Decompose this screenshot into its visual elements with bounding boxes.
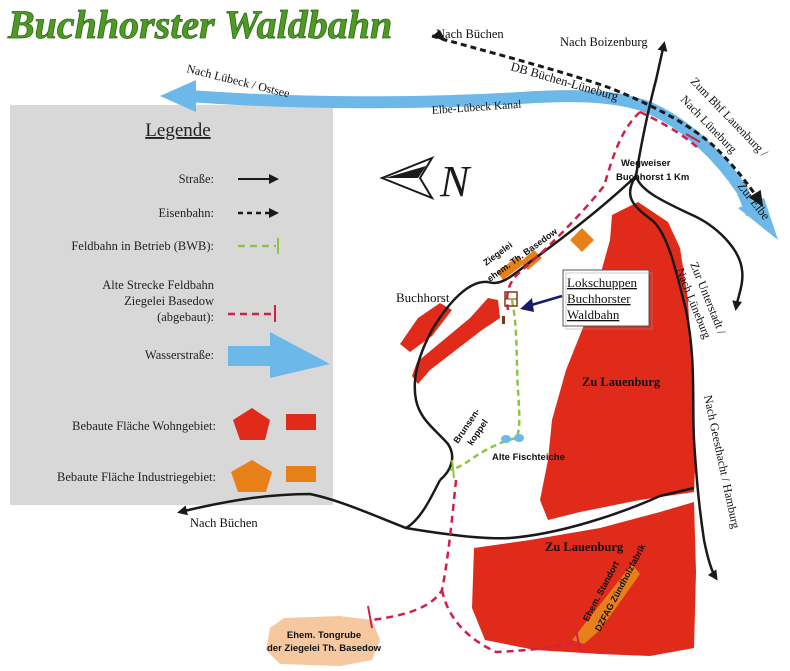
industrial-areas	[266, 228, 640, 666]
label-nach-geesthacht: Nach Geesthacht / Hamburg	[701, 394, 743, 530]
label-tongrube-2: der Ziegelei Th. Basedow	[267, 643, 382, 654]
compass: N	[379, 155, 472, 206]
label-alte-fischteiche: Alte Fischteiche	[492, 452, 565, 463]
legend-label-road: Straße:	[179, 172, 214, 186]
legend-label-industrial: Bebaute Fläche Industriegebiet:	[57, 470, 216, 484]
blue-arrow-icon	[228, 332, 330, 378]
lokschuppen-line-2: Buchhorster	[567, 291, 631, 306]
engine-shed	[502, 291, 518, 324]
legend-background	[10, 105, 333, 505]
label-wegweiser-1: Wegweiser	[621, 158, 671, 169]
ziegelei-building-1	[497, 256, 524, 280]
old-line-end-markers	[367, 133, 701, 651]
pond-2	[514, 434, 524, 442]
pond-1	[501, 435, 511, 443]
label-zu-lauenburg-south: Zu Lauenburg	[545, 540, 624, 554]
fish-ponds	[501, 434, 524, 443]
lokschuppen-line-1: Lokschuppen	[567, 275, 638, 290]
waterway-canal	[160, 80, 778, 240]
lokschuppen-line-3: Waldbahn	[567, 307, 620, 322]
canal-arrow-west-icon	[160, 80, 196, 112]
field-railway-bwb	[449, 299, 521, 472]
label-nach-buechen-bottom: Nach Büchen	[190, 516, 258, 530]
legend-heading: Legende	[145, 120, 210, 141]
road-to-geesthacht	[628, 175, 718, 581]
legend-label-residential: Bebaute Fläche Wohngebiet:	[72, 419, 216, 433]
road-to-lauenburg-east	[634, 175, 744, 311]
old-clay-pit	[266, 616, 380, 666]
road-to-buechen-west	[177, 479, 442, 530]
compass-letter: N	[439, 157, 472, 206]
legend-label-railway: Eisenbahn:	[158, 206, 214, 220]
label-wegweiser-2: Buchhorst 1 Km	[616, 172, 689, 183]
red-pentagon-rect-icon	[233, 408, 316, 440]
legend-label-old-line-3: (abgebaut):	[157, 310, 214, 324]
match-factory-site	[572, 564, 640, 644]
canal-arrow-south-icon	[738, 198, 778, 240]
label-nach-buechen-top: Nach Büchen	[436, 27, 504, 41]
legend-label-old-line-1: Alte Strecke Feldbahn	[102, 278, 215, 292]
engine-shed-pointer	[520, 294, 563, 312]
field-railway-end-marker	[451, 459, 455, 479]
lokschuppen-label-box: Lokschuppen Buchhorster Waldbahn	[562, 269, 653, 330]
green-dashed-line-icon	[238, 238, 279, 254]
legend-panel: Legende Straße: Eisenbahn: Feldbahn in B…	[10, 105, 333, 505]
label-buchhorst: Buchhorst	[396, 290, 450, 305]
label-zu-lauenburg-north: Zu Lauenburg	[582, 375, 661, 389]
road-south-link	[405, 486, 695, 540]
road-to-boizenburg	[634, 41, 668, 177]
residential-areas	[400, 202, 696, 656]
ziegelei-building-3	[570, 228, 594, 252]
legend-label-waterway: Wasserstraße:	[145, 348, 214, 362]
old-field-railway	[371, 110, 701, 654]
forest-lauenburg-south	[472, 502, 696, 656]
label-nach-boizenburg: Nach Boizenburg	[560, 35, 648, 49]
forest-lauenburg-north	[540, 202, 695, 520]
red-dashed-line-icon	[228, 305, 276, 322]
map-title: Buchhorster Waldbahn	[7, 2, 392, 47]
orange-pentagon-rect-icon	[231, 460, 316, 492]
railway-db	[431, 30, 764, 208]
buchhorst-settlement-large	[412, 298, 500, 384]
label-tongrube-1: Ehem. Tongrube	[287, 630, 361, 641]
legend-label-field-railway: Feldbahn in Betrieb (BWB):	[71, 239, 214, 253]
legend-label-old-line-2: Ziegelei Basedow	[124, 294, 214, 308]
buchhorst-settlement-small	[400, 303, 452, 352]
